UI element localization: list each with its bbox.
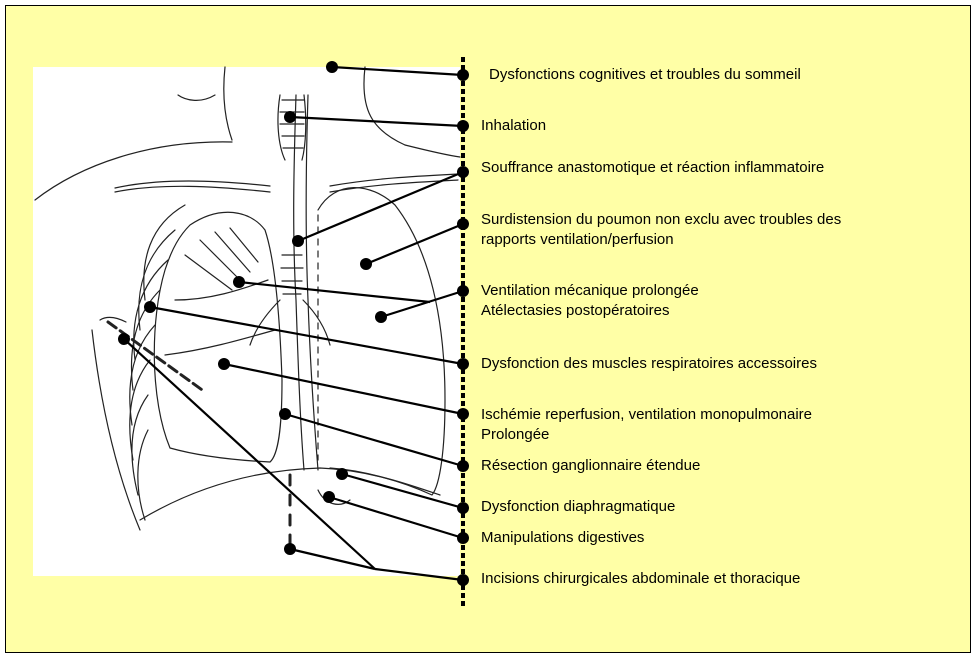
- dot-mediastinum: [279, 408, 291, 420]
- label-cognitive: Dysfonctions cognitives et troubles du s…: [489, 65, 801, 85]
- dot-axis-ischemia: [457, 408, 469, 420]
- dot-left-lung-upper: [233, 276, 245, 288]
- dot-axis-inhalation: [457, 120, 469, 132]
- dot-right-lung-upper: [360, 258, 372, 270]
- label-digestive: Manipulations digestives: [481, 528, 644, 548]
- dot-axis-cognitive: [457, 69, 469, 81]
- label-anastomotic: Souffrance anastomotique et réaction inf…: [481, 158, 824, 178]
- label-diaphragm: Dysfonction diaphragmatique: [481, 497, 675, 517]
- dot-left-lung-lower: [218, 358, 230, 370]
- label-ischemia: Ischémie reperfusion, ventilation monopu…: [481, 405, 812, 445]
- dot-anastomosis: [292, 235, 304, 247]
- label-muscles: Dysfonction des muscles respiratoires ac…: [481, 354, 817, 374]
- dot-trachea: [284, 111, 296, 123]
- dot-axis-diaphragm: [457, 502, 469, 514]
- dot-thoracic-incision: [118, 333, 130, 345]
- dot-axis-muscles: [457, 358, 469, 370]
- sketch-background: [33, 67, 460, 576]
- dot-axis-lymph: [457, 460, 469, 472]
- dot-abdominal-incision: [284, 543, 296, 555]
- dot-chest-wall: [144, 301, 156, 313]
- dot-axis-ventilation: [457, 285, 469, 297]
- dot-axis-incisions: [457, 574, 469, 586]
- dot-axis-anastomotic: [457, 166, 469, 178]
- dot-diaphragm: [336, 468, 348, 480]
- dot-right-lung-lower: [375, 311, 387, 323]
- label-inhalation: Inhalation: [481, 116, 546, 136]
- label-incisions: Incisions chirurgicales abdominale et th…: [481, 569, 800, 589]
- dot-stomach: [323, 491, 335, 503]
- dot-axis-digestive: [457, 532, 469, 544]
- label-lymph: Résection ganglionnaire étendue: [481, 456, 700, 476]
- dot-head: [326, 61, 338, 73]
- label-overdistension: Surdistension du poumon non exclu avec t…: [481, 210, 841, 250]
- dot-axis-overdistension: [457, 218, 469, 230]
